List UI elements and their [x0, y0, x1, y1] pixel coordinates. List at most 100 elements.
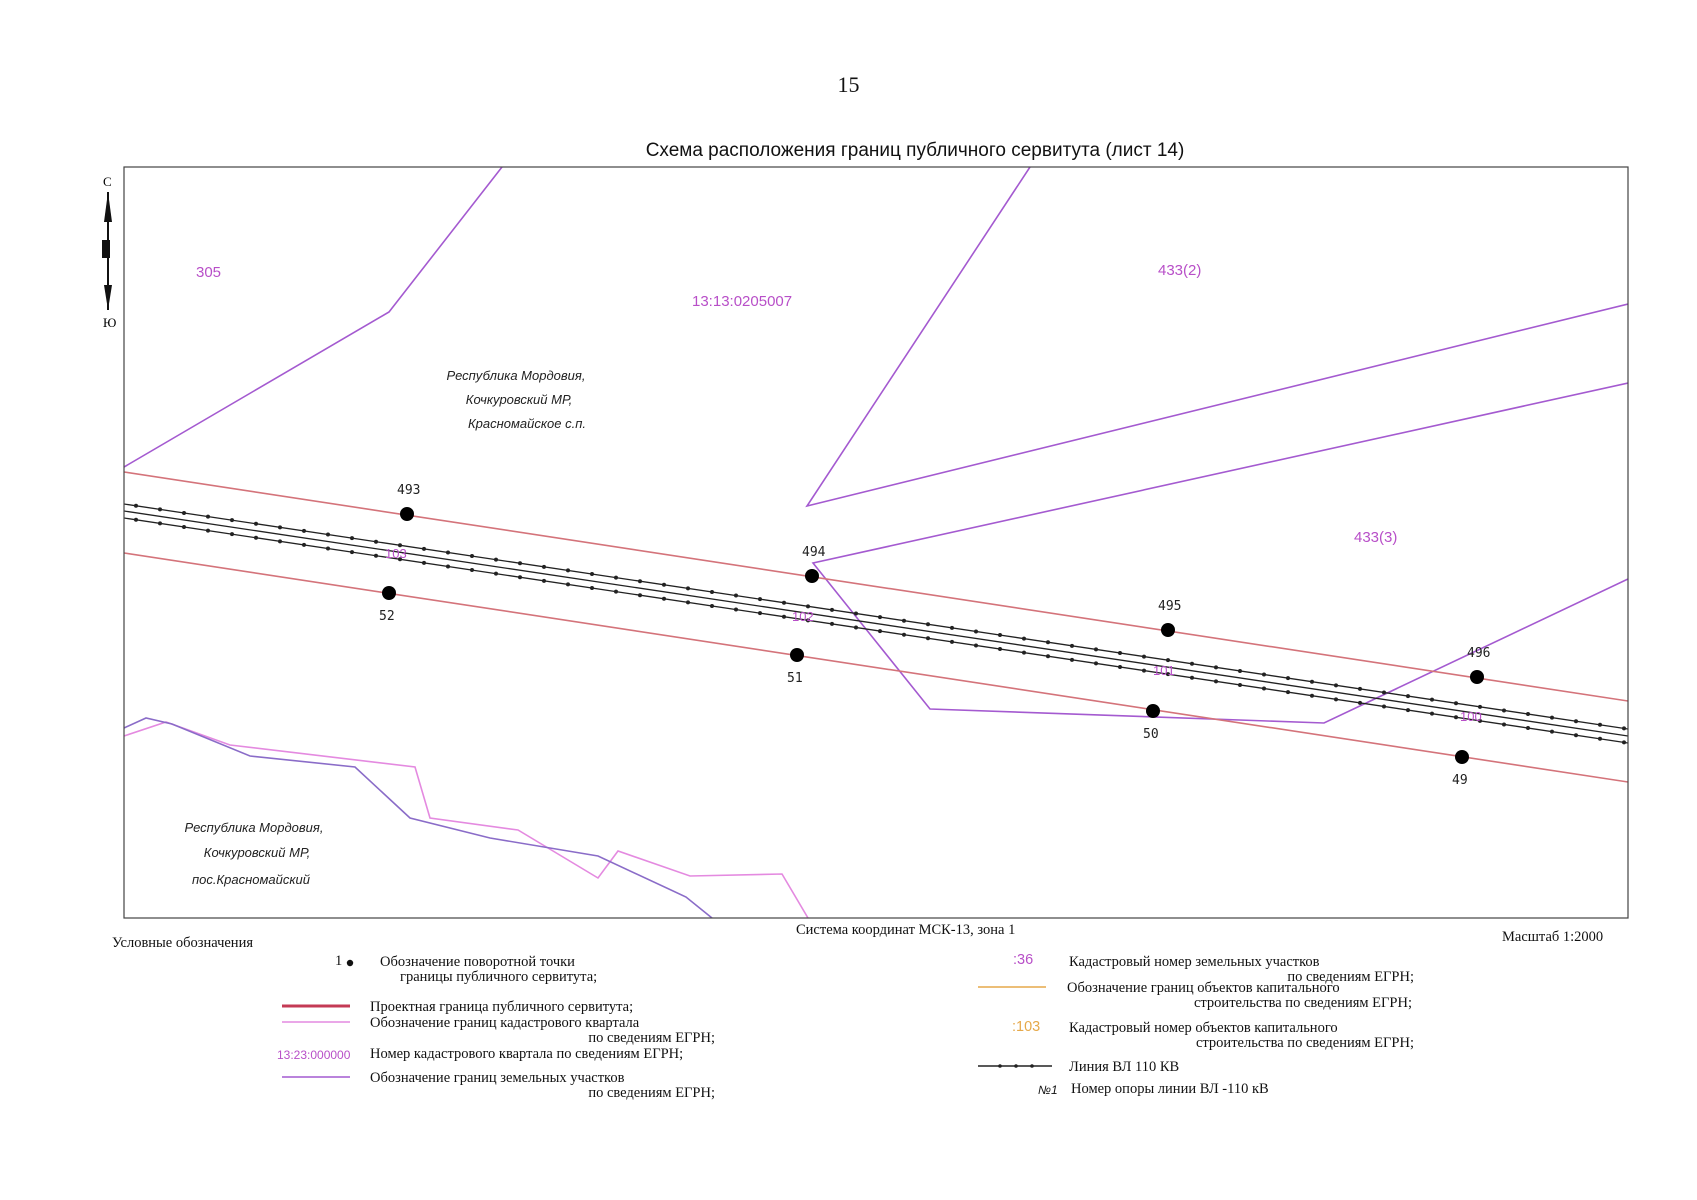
- vl-marker: [182, 524, 186, 529]
- legend-building-border-text: Обозначение границ объектов капитального…: [1067, 980, 1412, 1011]
- vl-marker: [1454, 715, 1458, 720]
- vl-marker: [638, 593, 642, 598]
- region-label-south: Республика Мордовия, Кочкуровский МР, по…: [185, 820, 324, 887]
- vl-110-line-markers: [134, 503, 1626, 745]
- vl-marker: [1622, 740, 1626, 745]
- vl-marker: [1358, 686, 1362, 691]
- vl-marker: [830, 607, 834, 612]
- vl-marker: [182, 510, 186, 515]
- vl-marker: [254, 521, 258, 526]
- turning-point-label-494: 494: [802, 545, 826, 560]
- vl-marker: [278, 525, 282, 530]
- vl-marker: [734, 593, 738, 598]
- vl-marker: [710, 589, 714, 594]
- svg-text:пос.Красномайский: пос.Красномайский: [192, 872, 310, 887]
- vl-marker: [830, 621, 834, 626]
- pole-label-100: 100: [1460, 709, 1482, 724]
- vl-marker: [1286, 676, 1290, 681]
- vl-marker: [158, 521, 162, 526]
- map-scale: Масштаб 1:2000: [1502, 929, 1604, 945]
- vl-marker: [1118, 651, 1122, 656]
- vl-marker: [1406, 694, 1410, 699]
- vl-marker: [1022, 650, 1026, 655]
- vl-marker: [950, 639, 954, 644]
- legend-pole-text: Номер опоры линии ВЛ -110 кВ: [1071, 1081, 1269, 1097]
- vl-marker: [1118, 665, 1122, 670]
- vl-marker: [1598, 722, 1602, 727]
- compass-south: Ю: [103, 315, 116, 330]
- vl-marker: [854, 625, 858, 630]
- vl-marker: [398, 557, 402, 562]
- legend-vl-text: Линия ВЛ 110 КВ: [1069, 1059, 1180, 1075]
- vl-marker: [1238, 668, 1242, 673]
- vl-marker: [590, 586, 594, 591]
- turning-point-50: [1146, 704, 1160, 718]
- turning-point-495: [1161, 623, 1175, 637]
- vl-marker: [1022, 636, 1026, 641]
- vl-marker: [662, 582, 666, 587]
- vl-marker: [302, 528, 306, 533]
- vl-marker: [1142, 668, 1146, 673]
- vl-marker: [1262, 672, 1266, 677]
- vl-marker: [326, 546, 330, 551]
- vl-marker: [686, 600, 690, 605]
- turning-point-494: [805, 569, 819, 583]
- map-title: Схема расположения границ публичного сер…: [645, 140, 1185, 161]
- page-number: 15: [837, 72, 860, 97]
- turning-point-51: [790, 648, 804, 662]
- legend-servitude-text: Проектная граница публичного сервитута;: [370, 999, 634, 1015]
- vl-marker: [134, 517, 138, 522]
- vl-marker: [230, 518, 234, 523]
- vl-marker: [998, 647, 1002, 652]
- legend-parcel-number-text: Кадастровый номер земельных участков по …: [1069, 954, 1414, 985]
- vl-marker: [590, 572, 594, 577]
- vl-marker: [1310, 693, 1314, 698]
- vl-marker: [998, 633, 1002, 638]
- vl-marker: [926, 622, 930, 627]
- svg-text:Республика Мордовия,: Республика Мордовия,: [185, 820, 324, 835]
- vl-marker: [158, 507, 162, 512]
- vl-marker: [782, 600, 786, 605]
- vl-marker: [974, 643, 978, 648]
- vl-marker: [782, 614, 786, 619]
- turning-point-label-50: 50: [1143, 727, 1159, 742]
- parcel-label-305: 305: [196, 264, 221, 281]
- vl-marker: [806, 604, 810, 609]
- parcel-label-433-3: 433(3): [1354, 529, 1397, 546]
- vl-110-line: [124, 503, 1628, 744]
- turning-point-493: [400, 507, 414, 521]
- legend-point-text: Обозначение поворотной точки границы пуб…: [380, 954, 598, 985]
- vl-marker: [1046, 654, 1050, 659]
- legend-parcel-number-example: :36: [1013, 952, 1034, 968]
- vl-marker: [254, 535, 258, 540]
- vl-marker: [1334, 697, 1338, 702]
- settlement-borders: [124, 717, 809, 918]
- vl-marker: [398, 543, 402, 548]
- coordinate-system: Система координат МСК-13, зона 1: [796, 922, 1016, 938]
- vl-marker: [1166, 672, 1170, 677]
- pole-label-103: 103: [385, 546, 407, 561]
- vl-marker: [1070, 643, 1074, 648]
- turning-point-label-51: 51: [787, 671, 803, 686]
- vl-marker: [1358, 700, 1362, 705]
- vl-marker: [974, 629, 978, 634]
- vl-marker: [758, 611, 762, 616]
- vl-marker: [1382, 704, 1386, 709]
- vl-marker: [926, 636, 930, 641]
- vl-marker: [206, 528, 210, 533]
- vl-marker: [806, 618, 810, 623]
- vl-marker: [614, 589, 618, 594]
- vl-marker: [854, 611, 858, 616]
- vl-marker: [734, 607, 738, 612]
- vl-marker: [1502, 708, 1506, 713]
- svg-text:Республика Мордовия,: Республика Мордовия,: [447, 368, 586, 383]
- vl-marker: [494, 557, 498, 562]
- compass-north: С: [103, 174, 112, 189]
- vl-marker: [1478, 704, 1482, 709]
- parcel-borders: [124, 167, 1628, 724]
- vl-marker: [614, 575, 618, 580]
- vl-marker: [1478, 718, 1482, 723]
